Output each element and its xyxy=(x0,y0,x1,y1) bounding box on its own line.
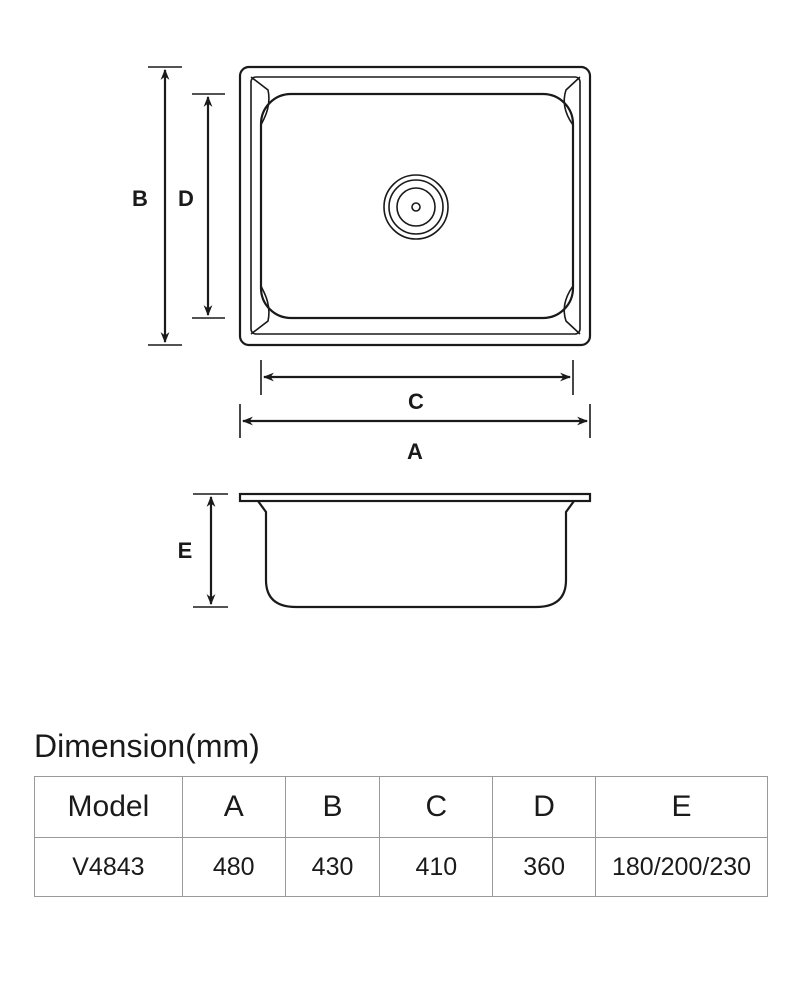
cell-a: 480 xyxy=(181,837,286,897)
cell-c: 410 xyxy=(379,837,494,897)
bevel-bottom-left xyxy=(250,285,270,335)
sink-bowl xyxy=(259,92,575,320)
dimension-d: D xyxy=(178,93,225,319)
table-header-row: Model A B C D E xyxy=(34,776,768,838)
bevel-top-left xyxy=(250,76,270,126)
label-b: B xyxy=(132,186,148,211)
sink-outer-rim xyxy=(238,65,592,347)
sink-inner-rim xyxy=(250,76,581,335)
label-c: C xyxy=(408,389,424,414)
dimension-a: A xyxy=(239,404,591,464)
drain-hole-icon xyxy=(411,202,421,212)
dimension-c: C xyxy=(260,360,574,414)
header-a: A xyxy=(181,776,286,838)
cell-b: 430 xyxy=(284,837,381,897)
header-e: E xyxy=(595,776,768,838)
label-e: E xyxy=(178,538,193,563)
dimension-table-title: Dimension(mm) xyxy=(34,728,260,764)
bevel-bottom-right xyxy=(563,285,581,335)
side-rim xyxy=(238,492,592,503)
sink-dimension-diagram: B D C A E xyxy=(132,65,592,609)
header-model: Model xyxy=(34,776,183,838)
sink-top-view xyxy=(238,65,592,347)
drain-middle-ring xyxy=(388,179,444,235)
dimension-e: E xyxy=(178,493,228,608)
cell-model: V4843 xyxy=(34,837,183,897)
side-bowl xyxy=(257,500,575,609)
dimension-b: B xyxy=(132,66,182,346)
sink-side-view xyxy=(238,492,592,609)
cell-e: 180/200/230 xyxy=(595,837,768,897)
dimension-table: Model A B C D E V4843 480 430 410 360 18… xyxy=(34,776,768,897)
header-c: C xyxy=(379,776,494,838)
table-row: V4843 480 430 410 360 180/200/230 xyxy=(34,837,768,897)
drain-outer-ring xyxy=(383,174,449,240)
drain-inner-ring xyxy=(396,187,436,227)
header-d: D xyxy=(492,776,597,838)
label-a: A xyxy=(407,439,423,464)
cell-d: 360 xyxy=(492,837,597,897)
header-b: B xyxy=(284,776,381,838)
label-d: D xyxy=(178,186,194,211)
bevel-top-right xyxy=(563,76,581,126)
